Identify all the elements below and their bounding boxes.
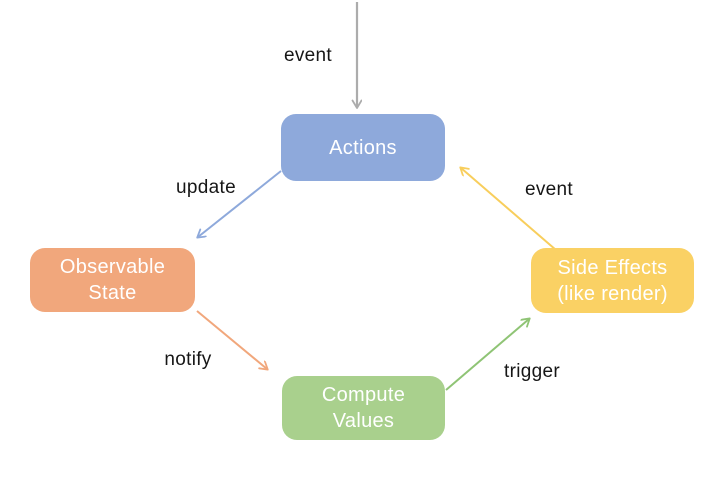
node-side-effects-label-line2: (like render) [557,282,668,305]
node-actions-label: Actions [329,136,397,159]
edge-label-update: update [176,177,236,198]
edge-label-notify: notify [164,349,212,370]
node-side-effects-label-line1: Side Effects [557,256,668,279]
node-side-effects: Side Effects (like render) [531,248,694,313]
node-observable-state: Observable State [30,248,195,312]
node-observable-state-label-line1: Observable [59,256,166,278]
node-observable-state-label-line2: State [88,282,137,304]
node-actions: Actions [281,114,445,181]
edge-label-trigger: trigger [504,361,560,382]
node-compute-values-label-line2: Values [332,410,395,432]
node-compute-values-label-line1: Compute [321,384,406,406]
node-compute-values: Compute Values [282,376,445,440]
edge-label-loop-event: event [525,179,573,200]
edge-label-incoming-event: event [284,45,332,66]
